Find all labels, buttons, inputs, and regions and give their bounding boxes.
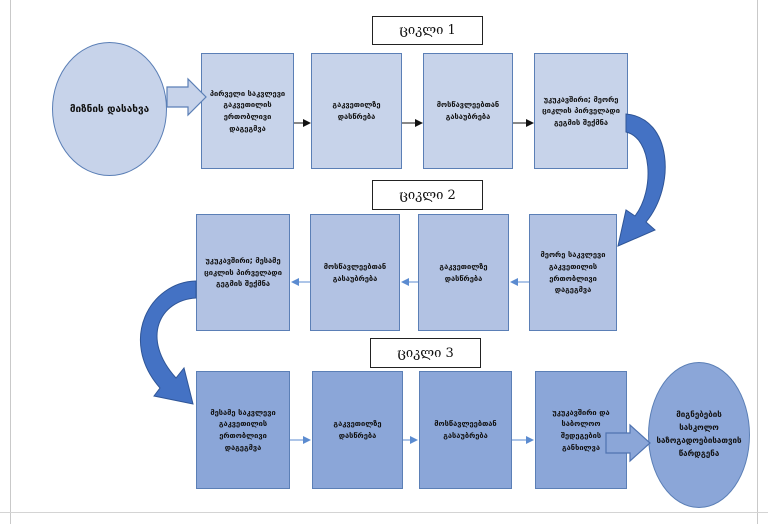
cycle2-to-cycle3-curved-arrow (140, 280, 197, 405)
row3-box1: მესამე საკვლევი გაკვეთილის ერთობლივი დაგ… (196, 371, 290, 489)
row1-box4-text: უკუკავშირი; მეორე ციკლის პირველადი გეგმი… (542, 94, 620, 127)
row2-box3: მოსწავლეებთან გასაუბრება (310, 214, 400, 331)
goal-setting-ellipse: მიზნის დასახვა (52, 42, 167, 176)
row3-box2: გაკვეთილზე დასწრება (312, 371, 403, 489)
row3-box4-text: უკუკავშირი და საბოლოო შედეგების განხილვა (552, 407, 610, 452)
row1-box3-text: მოსწავლეებთან გასაუბრება (436, 100, 500, 121)
frame-bottom (0, 512, 768, 513)
row2-box1-text: მეორე საკვლევი გაკვეთილის ერთობლივი დაგე… (540, 250, 606, 295)
row1-box1-text: პირველი საკვლევი გაკვეთილის ერთობლივი და… (209, 88, 286, 133)
row3-box4: უკუკავშირი და საბოლოო შედეგების განხილვა (535, 371, 627, 489)
row3-box3-text: მოსწავლეებთან გასაუბრება (434, 419, 497, 440)
row2-box2: გაკვეთილზე დასწრება (418, 214, 509, 331)
row3-box2-text: გაკვეთილზე დასწრება (333, 419, 382, 440)
row3-box3: მოსწავლეებთან გასაუბრება (419, 371, 512, 489)
row2-box4: უკუკავშირი; მესამე ციკლის პირველადი გეგმ… (196, 214, 290, 331)
findings-presentation-ellipse: მიგნებების სასკოლო საზოგადოებისათვის წარ… (648, 362, 750, 508)
row2-box2-text: გაკვეთილზე დასწრება (439, 261, 488, 283)
goal-setting-label: მიზნის დასახვა (69, 103, 150, 115)
cycle-1-label: ციკლი 1 (372, 16, 483, 45)
row1-box2-text: გაკვეთილზე დასწრება (332, 100, 381, 121)
frame-left (10, 0, 11, 524)
cycle-2-label: ციკლი 2 (372, 180, 483, 210)
row2-box1: მეორე საკვლევი გაკვეთილის ერთობლივი დაგე… (529, 214, 617, 331)
cycle-3-label: ციკლი 3 (370, 338, 481, 368)
row1-box3: მოსწავლეებთან გასაუბრება (423, 53, 513, 169)
row3-box1-text: მესამე საკვლევი გაკვეთილის ერთობლივი დაგ… (210, 407, 276, 452)
row1-box4: უკუკავშირი; მეორე ციკლის პირველადი გეგმი… (534, 53, 628, 169)
row2-box4-text: უკუკავშირი; მესამე ციკლის პირველადი გეგმ… (204, 256, 282, 289)
row2-box3-text: მოსწავლეებთან გასაუბრება (323, 261, 387, 283)
frame-right (757, 0, 758, 524)
row1-box1: პირველი საკვლევი გაკვეთილის ერთობლივი და… (201, 53, 294, 169)
row1-box2: გაკვეთილზე დასწრება (311, 53, 402, 169)
findings-presentation-label: მიგნებების სასკოლო საზოგადოებისათვის წარ… (656, 410, 742, 458)
